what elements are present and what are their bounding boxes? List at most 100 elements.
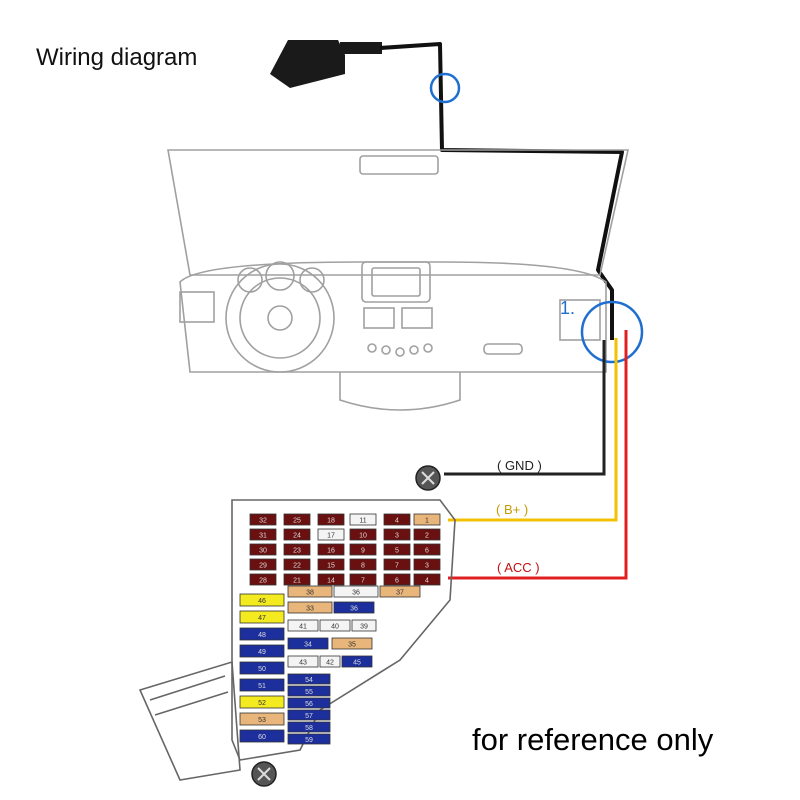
fuse-slot: 2 xyxy=(413,528,441,541)
wire-acc xyxy=(448,330,628,580)
fuse-slot: 40 xyxy=(319,619,351,632)
fuse-label: 39 xyxy=(360,624,368,631)
fuse-slot: 25 xyxy=(283,513,311,526)
fuse-slot: 8 xyxy=(349,558,377,571)
fuse-slot: 17 xyxy=(317,528,345,541)
fuse-slot: 6 xyxy=(413,543,441,556)
fuse-slot: 24 xyxy=(283,528,311,541)
fuse-label: 16 xyxy=(327,548,335,555)
fuse-box-screw-top xyxy=(415,465,441,491)
fuse-label: 30 xyxy=(259,548,267,555)
fuse-slot: 21 xyxy=(283,573,311,586)
fuse-slot: 6 xyxy=(383,573,411,586)
fuse-label: 45 xyxy=(353,660,361,667)
fuse-slot: 3 xyxy=(413,558,441,571)
wire-acc-label: ( ACC ) xyxy=(497,560,540,575)
fuse-label: 4 xyxy=(425,578,429,585)
fuse-slot: 42 xyxy=(319,655,341,668)
fuse-slot: 33 xyxy=(287,601,333,614)
wire-gnd-label: ( GND ) xyxy=(497,458,542,473)
fuse-slot: 57 xyxy=(287,709,331,721)
fuse-label: 53 xyxy=(258,717,266,724)
fuse-label: 17 xyxy=(327,533,335,540)
fuse-slot: 15 xyxy=(317,558,345,571)
fuse-label: 49 xyxy=(258,649,266,656)
fuse-slot: 4 xyxy=(413,573,441,586)
fuse-label: 28 xyxy=(259,578,267,585)
fuse-slot: 7 xyxy=(383,558,411,571)
fuse-tap-callout-number: 1. xyxy=(560,298,575,318)
fuse-label: 25 xyxy=(293,518,301,525)
fuse-label: 8 xyxy=(361,563,365,570)
fuse-slot: 45 xyxy=(341,655,373,668)
fuse-label: 6 xyxy=(425,548,429,555)
fuse-label: 36 xyxy=(352,590,360,597)
fuse-slot: 48 xyxy=(239,627,285,641)
fuse-label: 15 xyxy=(327,563,335,570)
fuse-slot: 10 xyxy=(349,528,377,541)
fuse-label: 34 xyxy=(304,642,312,649)
mirror-clip-callout-circle xyxy=(429,72,461,104)
fuse-label: 7 xyxy=(361,578,365,585)
fuse-slot: 51 xyxy=(239,678,285,692)
fuse-slot: 34 xyxy=(287,637,329,650)
fuse-slot: 11 xyxy=(349,513,377,526)
fuse-label: 52 xyxy=(258,700,266,707)
fuse-label: 59 xyxy=(305,737,313,744)
fuse-slot: 3 xyxy=(383,528,411,541)
fuse-label: 14 xyxy=(327,578,335,585)
fuse-slot: 1 xyxy=(413,513,441,526)
fuse-slot: 23 xyxy=(283,543,311,556)
fuse-label: 32 xyxy=(259,518,267,525)
fuse-slot: 9 xyxy=(349,543,377,556)
fuse-slot: 50 xyxy=(239,661,285,675)
fuse-label: 18 xyxy=(327,518,335,525)
fuse-label: 3 xyxy=(395,533,399,540)
fuse-label: 46 xyxy=(258,598,266,605)
fuse-label: 22 xyxy=(293,563,301,570)
fuse-slot: 58 xyxy=(287,721,331,733)
fuse-slot: 60 xyxy=(239,729,285,743)
fuse-label: 40 xyxy=(331,624,339,631)
fuse-tap-callout-circle xyxy=(580,300,644,364)
fuse-slot: 47 xyxy=(239,610,285,624)
fuse-label: 4 xyxy=(395,518,399,525)
car-dashboard-outline xyxy=(167,149,629,411)
fuse-slot: 43 xyxy=(287,655,319,668)
fuse-label: 56 xyxy=(305,701,313,708)
fuse-label: 5 xyxy=(395,548,399,555)
fuse-slot: 30 xyxy=(249,543,277,556)
fuse-box-outline xyxy=(138,499,456,781)
fuse-slot: 7 xyxy=(349,573,377,586)
fuse-slot: 37 xyxy=(379,585,421,598)
fuse-slot: 56 xyxy=(287,697,331,709)
wire-bplus-label: ( B+ ) xyxy=(496,502,528,517)
fuse-slot: 31 xyxy=(249,528,277,541)
fuse-label: 29 xyxy=(259,563,267,570)
fuse-label: 23 xyxy=(293,548,301,555)
fuse-label: 10 xyxy=(359,533,367,540)
fuse-slot: 41 xyxy=(287,619,319,632)
fuse-label: 47 xyxy=(258,615,266,622)
fuse-label: 33 xyxy=(306,606,314,613)
fuse-label: 54 xyxy=(305,677,313,684)
fuse-slot: 22 xyxy=(283,558,311,571)
fuse-slot: 46 xyxy=(239,593,285,607)
fuse-slot: 32 xyxy=(249,513,277,526)
fuse-slot: 36 xyxy=(333,601,375,614)
fuse-label: 21 xyxy=(293,578,301,585)
fuse-slot: 54 xyxy=(287,673,331,685)
fuse-label: 57 xyxy=(305,713,313,720)
camera-cable xyxy=(379,42,624,340)
fuse-slot: 14 xyxy=(317,573,345,586)
fuse-label: 2 xyxy=(425,533,429,540)
reference-disclaimer: for reference only xyxy=(472,722,714,757)
wire-bplus xyxy=(448,338,618,522)
fuse-slot: 52 xyxy=(239,695,285,709)
fuse-slot: 55 xyxy=(287,685,331,697)
wire-gnd xyxy=(444,340,606,476)
fuse-label: 1 xyxy=(425,518,429,525)
fuse-slot: 39 xyxy=(351,619,377,632)
fuse-label: 35 xyxy=(348,642,356,649)
